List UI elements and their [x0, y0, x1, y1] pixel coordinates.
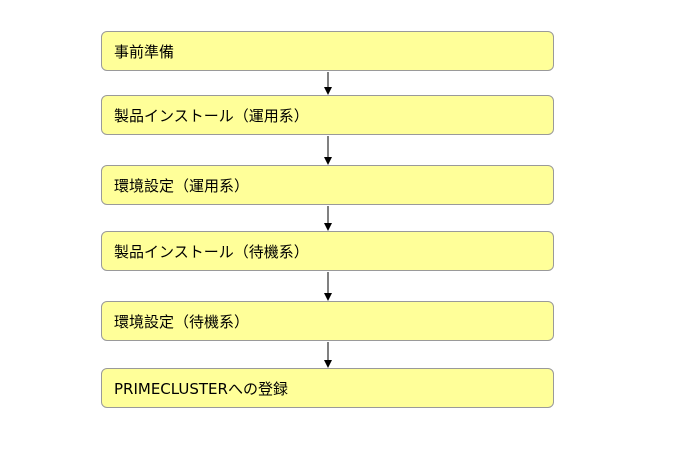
step-install-standby: 製品インストール（待機系） — [101, 231, 554, 271]
step-label: 環境設定（待機系） — [114, 312, 250, 331]
step-label: 事前準備 — [114, 42, 175, 61]
step-label: 製品インストール（運用系） — [114, 106, 309, 125]
step-config-active: 環境設定（運用系） — [101, 165, 554, 205]
step-label: 環境設定（運用系） — [114, 176, 250, 195]
step-config-standby: 環境設定（待機系） — [101, 301, 554, 341]
step-preparation: 事前準備 — [101, 31, 554, 71]
step-install-active: 製品インストール（運用系） — [101, 95, 554, 135]
step-label: 製品インストール（待機系） — [114, 242, 309, 261]
step-label: PRIMECLUSTERへの登録 — [114, 379, 288, 398]
step-register-primecluster: PRIMECLUSTERへの登録 — [101, 368, 554, 408]
